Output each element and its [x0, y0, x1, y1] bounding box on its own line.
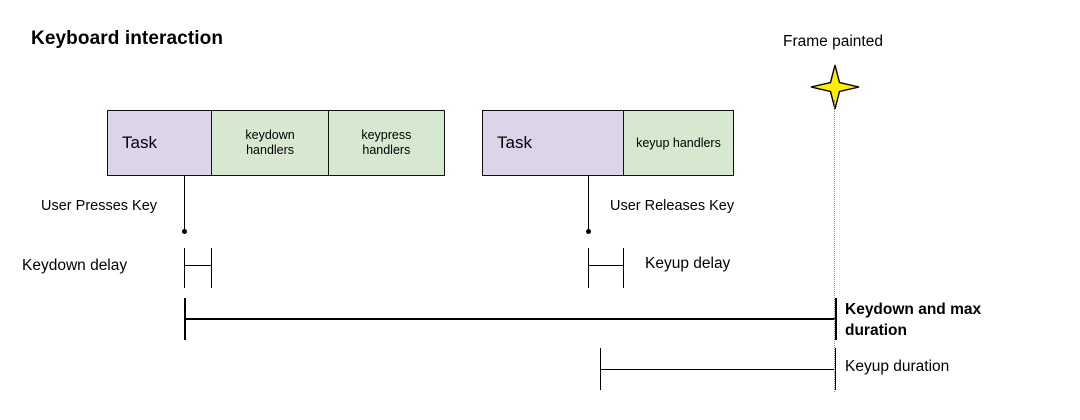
keydown-duration-tick-right	[835, 298, 837, 340]
keydown-handlers-cell: keydown handlers	[211, 111, 328, 175]
keyup-duration-label: Keyup duration	[845, 358, 950, 375]
keydown-handlers-line2: handlers	[246, 143, 295, 157]
keydown-max-duration-label: Keydown and max duration	[845, 301, 982, 339]
keyup-delay-tick-right	[623, 248, 624, 288]
keydown-delay-span-line	[184, 265, 212, 266]
frame-painted-label: Frame painted	[783, 33, 883, 50]
keydown-event-arrow-line	[184, 176, 185, 230]
keyup-delay-span-line	[588, 265, 624, 266]
task-cell-keyup: Task	[483, 111, 623, 175]
keyup-duration-span-line	[600, 369, 836, 370]
keydown-delay-tick-left	[184, 248, 185, 288]
keypress-handlers-cell: keypress handlers	[327, 111, 444, 175]
keyup-handlers-cell: keyup handlers	[622, 111, 733, 175]
page-title: Keyboard interaction	[31, 28, 224, 49]
keyup-delay-tick-left	[588, 248, 589, 288]
keydown-duration-span-line	[184, 318, 836, 320]
taskbar-keyup-group: Task keyup handlers	[482, 110, 734, 176]
frame-painted-guide-line	[834, 100, 835, 392]
keydown-delay-label: Keydown delay	[22, 257, 128, 274]
user-releases-key-label: User Releases Key	[610, 198, 735, 214]
keydown-event-arrow-dot-icon	[182, 229, 187, 234]
keyup-delay-label: Keyup delay	[645, 255, 731, 272]
four-point-star-icon	[810, 64, 860, 110]
task-cell-keydown: Task	[108, 111, 212, 175]
taskbar-keydown-group: Task keydown handlers keypress handlers	[107, 110, 445, 176]
user-presses-key-label: User Presses Key	[41, 198, 158, 214]
keypress-handlers-line2: handlers	[362, 143, 411, 157]
keyup-event-arrow-dot-icon	[586, 229, 591, 234]
keypress-handlers-line1: keypress	[361, 128, 412, 143]
keydown-delay-tick-right	[211, 248, 212, 288]
keyup-event-arrow-line	[588, 176, 589, 230]
keydown-handlers-line1: keydown	[245, 128, 295, 143]
